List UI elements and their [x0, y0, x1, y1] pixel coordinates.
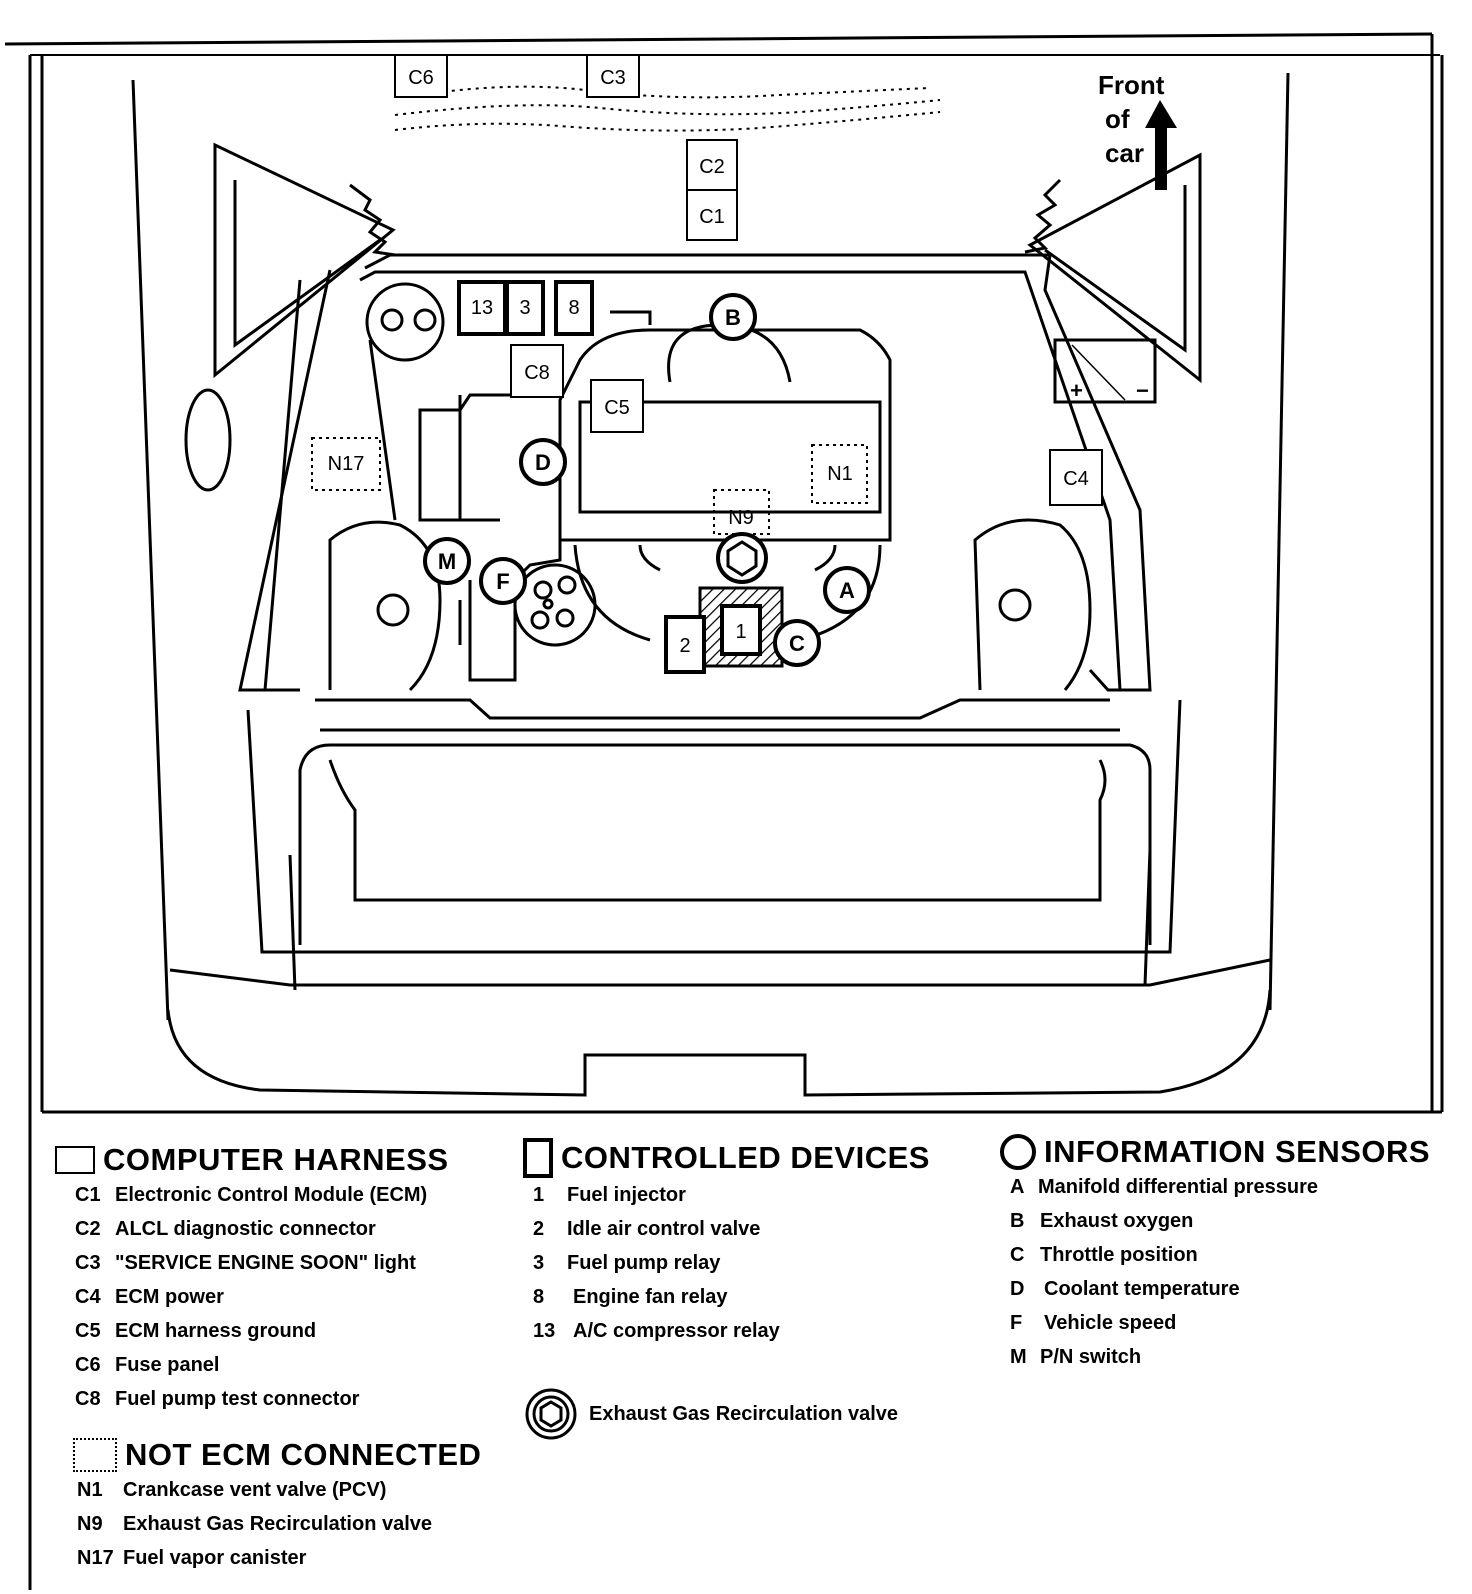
- label-c1: C1: [699, 206, 725, 228]
- label-sensor-f: F: [496, 569, 509, 594]
- front-label-line1: Front: [1098, 70, 1165, 100]
- information-sensor-circles: [423, 293, 871, 667]
- diagram-frame: [4, 32, 1444, 1590]
- legend-heading-computer-harness: COMPUTER HARNESS: [103, 1142, 449, 1177]
- label-c6: C6: [408, 67, 434, 89]
- harness-box-icon: [55, 1146, 95, 1174]
- legend-heading-not-ecm: NOT ECM CONNECTED: [125, 1437, 482, 1472]
- label-13: 13: [471, 297, 493, 319]
- label-c4: C4: [1063, 468, 1089, 490]
- egr-legend-row: Exhaust Gas Recirculation valve: [523, 1386, 930, 1442]
- top-dotted-contours: [394, 85, 941, 132]
- controlled-device-boxes: [457, 280, 784, 674]
- label-1: 1: [735, 621, 746, 643]
- sensor-circle-icon: [1000, 1134, 1036, 1170]
- battery: + −: [1053, 338, 1157, 404]
- egr-valve-icon: [716, 532, 768, 584]
- egr-legend-label: Exhaust Gas Recirculation valve: [589, 1402, 899, 1425]
- computer-harness-boxes: [394, 54, 1103, 506]
- label-sensor-c: C: [789, 631, 805, 656]
- label-n1: N1: [827, 463, 853, 485]
- label-c8: C8: [524, 362, 550, 384]
- label-c2: C2: [699, 156, 725, 178]
- list-item: C3"SERVICE ENGINE SOON" light: [75, 1252, 416, 1274]
- label-2: 2: [679, 635, 690, 657]
- front-label-line2: of: [1105, 104, 1130, 134]
- device-box-icon: [523, 1138, 553, 1178]
- battery-plus: +: [1070, 378, 1083, 403]
- label-c3: C3: [600, 67, 626, 89]
- label-8: 8: [568, 297, 579, 319]
- engine-block: [328, 282, 1092, 692]
- car-body-outline: [131, 72, 1290, 1097]
- front-label-line3: car: [1105, 138, 1144, 168]
- dotted-box-icon: [73, 1438, 117, 1472]
- front-indicator: Front of car: [1098, 70, 1177, 190]
- label-c5: C5: [604, 397, 630, 419]
- label-3: 3: [519, 297, 530, 319]
- label-sensor-m: M: [438, 549, 456, 574]
- label-n9: N9: [728, 507, 754, 529]
- legend-heading-controlled-devices: CONTROLLED DEVICES: [561, 1140, 930, 1175]
- egr-legend-icon: [525, 1388, 577, 1440]
- label-sensor-b: B: [725, 305, 741, 330]
- label-sensor-d: D: [535, 450, 551, 475]
- legend-heading-information-sensors: INFORMATION SENSORS: [1044, 1134, 1431, 1169]
- label-sensor-a: A: [839, 578, 855, 603]
- front-arrow-icon: [1145, 100, 1177, 190]
- battery-minus: −: [1136, 378, 1149, 403]
- label-n17: N17: [328, 453, 365, 475]
